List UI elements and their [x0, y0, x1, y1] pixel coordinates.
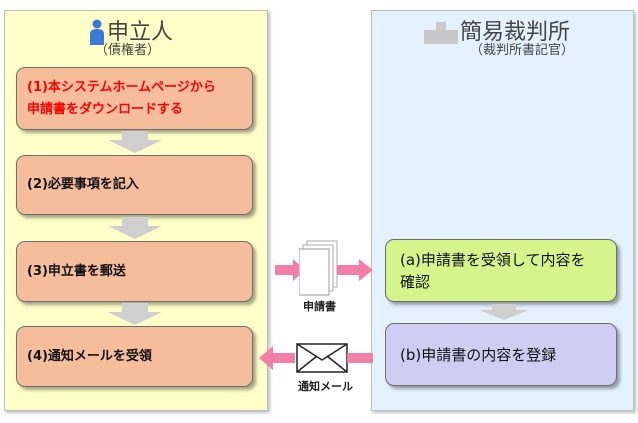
mail-label: 通知メール: [298, 380, 353, 393]
document-stack-icon: [299, 240, 338, 296]
step-3-label: (3)申立書を郵送: [27, 263, 126, 279]
applicant-subtitle: （債権者）: [95, 43, 161, 58]
down-arrow-2: [108, 217, 162, 239]
step-b-label: (b)申請書の内容を登録: [400, 345, 557, 364]
reply-arrow-right: [347, 353, 373, 363]
step-2-fill-in: (2)必要事項を記入: [16, 155, 253, 215]
court-title: 簡易裁判所: [460, 20, 571, 45]
down-arrow-1: [108, 131, 162, 153]
reply-arrow-left: [259, 346, 295, 370]
step-a-label: (a)申請書を受領して内容を 確認: [400, 250, 586, 291]
step-4-receive-notice: (4)通知メールを受領: [16, 326, 253, 387]
person-icon: [90, 19, 104, 45]
document-label: 申請書: [303, 300, 336, 313]
step-1-download: (1)本システムホームページから 申請書をダウンロードする: [16, 67, 253, 130]
down-arrow-court: [479, 304, 529, 320]
step-b-register: (b)申請書の内容を登録: [385, 323, 617, 386]
send-arrow-left: [275, 259, 305, 281]
envelope-icon: [296, 343, 348, 373]
send-arrow-right: [337, 259, 373, 281]
court-subtitle: （裁判所書記官）: [470, 43, 575, 58]
down-arrow-3: [108, 303, 162, 325]
building-icon: [424, 22, 458, 44]
step-1-label: (1)本システムホームページから 申請書をダウンロードする: [27, 79, 216, 117]
step-4-label: (4)通知メールを受領: [27, 348, 152, 364]
step-a-confirm: (a)申請書を受領して内容を 確認: [385, 239, 617, 302]
step-2-label: (2)必要事項を記入: [27, 177, 139, 192]
applicant-title: 申立人: [107, 20, 174, 45]
step-3-mail: (3)申立書を郵送: [16, 241, 253, 302]
